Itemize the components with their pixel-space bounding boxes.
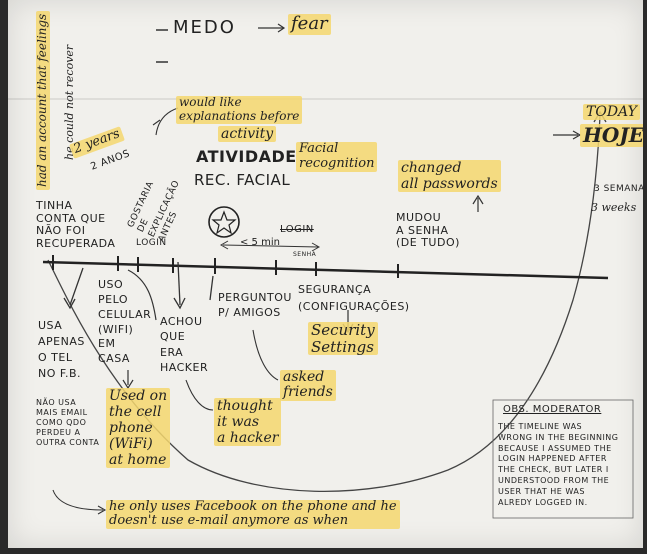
asked-friends-note: asked friends — [280, 369, 336, 401]
rec-facial-label: REC. FACIAL — [194, 171, 291, 189]
nao-usa-email-note: NÃO USA MAIS EMAIL COMO QDO PERDEU A OUT… — [36, 398, 100, 447]
seguranca-note: SEGURANÇA (CONFIGURAÇÕES) — [298, 283, 410, 313]
achou-hacker-note: ACHOU QUE ERA HACKER — [160, 315, 209, 375]
used-on-cell-note: Used on the cell phone (WiFi) at home — [106, 388, 171, 469]
tinha-conta-note: TINHA CONTA QUE NÃO FOI RECUPERADA — [36, 199, 116, 250]
hoje-label: HOJE — [580, 124, 643, 147]
activity-label: activity — [218, 126, 277, 143]
paper-sheet: had an account that feelings he could no… — [8, 0, 643, 548]
atividade-label: ATIVIDADE — [196, 147, 297, 166]
five-min-label: < 5 min — [240, 237, 280, 248]
three-weeks-label: 3 weeks — [591, 201, 637, 214]
facial-recognition-note: Facial recognition — [296, 141, 378, 172]
medo-label: MEDO — [173, 17, 236, 38]
obs-moderator-title: OBS. MODERATOR — [503, 404, 602, 415]
bottom-facebook-note: he only uses Facebook on the phone and h… — [106, 499, 400, 529]
security-settings-note: Security Settings — [308, 322, 378, 355]
senha-small-label: SENHA — [293, 251, 317, 258]
perguntou-amigos-note: PERGUNTOU P/ AMIGOS — [218, 291, 292, 320]
tres-semanas-label: 3 SEMANAS — [594, 184, 643, 194]
usa-apenas-note: USA APENAS O TEL NO F.B. — [38, 319, 85, 380]
login-label: LOGIN — [136, 238, 167, 248]
would-like-explanations-note: would like explanations before — [176, 95, 303, 124]
uso-pelo-celular-note: USO PELO CELULAR (WIFI) EM CASA — [98, 278, 152, 366]
changed-passwords-note: changed all passwords — [398, 160, 501, 193]
login-struck-label: LOGIN — [280, 224, 314, 235]
fear-label: fear — [288, 13, 331, 35]
mudou-senha-note: MUDOU A SENHA (DE TUDO) — [396, 211, 460, 250]
obs-moderator-body: THE TIMELINE WAS WRONG IN THE BEGINNING … — [498, 422, 619, 507]
today-label: TODAY — [583, 104, 640, 121]
account-feelings-note: had an account that feelings — [35, 10, 50, 190]
paper-fold — [8, 98, 643, 100]
thought-hacker-note: thought it was a hacker — [214, 398, 282, 447]
